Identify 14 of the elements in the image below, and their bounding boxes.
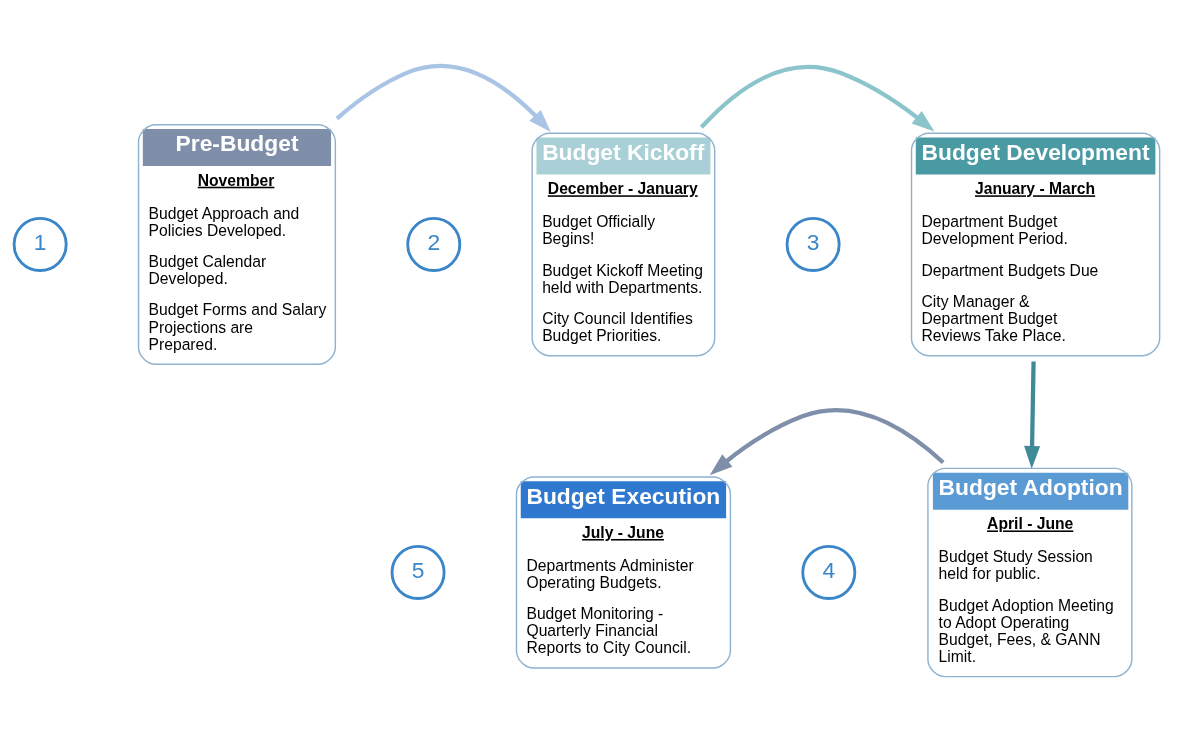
arrow	[699, 64, 935, 132]
node-box: Budget Adoption April - June Budget Study Session held for public. Budget Adoption Meeting to Adopt Operating Budget, Fees, & GANN Limit.	[927, 467, 1133, 678]
arrow	[709, 408, 945, 476]
node-box: Budget Development January - March Department Budget Development Period. Department Budgets Due City Manager & Department Budget Reviews Take Place.	[910, 132, 1161, 357]
node-circle: 2	[406, 217, 462, 272]
node-circle: 3	[785, 217, 841, 272]
arrow	[1024, 361, 1041, 469]
node-box: Budget Kickoff December - January Budget Officially Begins! Budget Kickoff Meeting held with Departments. City Council Identifies Budget Priorities.	[531, 132, 716, 357]
node-box: Budget Execution July - June Departments Administer Operating Budgets. Budget Monitoring - Quarterly Financial Reports to City Council.	[515, 476, 732, 669]
node-circle: 1	[12, 217, 68, 272]
node-circle: 5	[390, 545, 446, 600]
arrow	[335, 63, 551, 133]
node-box: Pre-Budget November Budget Approach and Policies Developed. Budget Calendar Developed. Budget Forms and Salary Projections are Prepared.	[137, 123, 337, 365]
node-circle: 4	[801, 545, 857, 600]
